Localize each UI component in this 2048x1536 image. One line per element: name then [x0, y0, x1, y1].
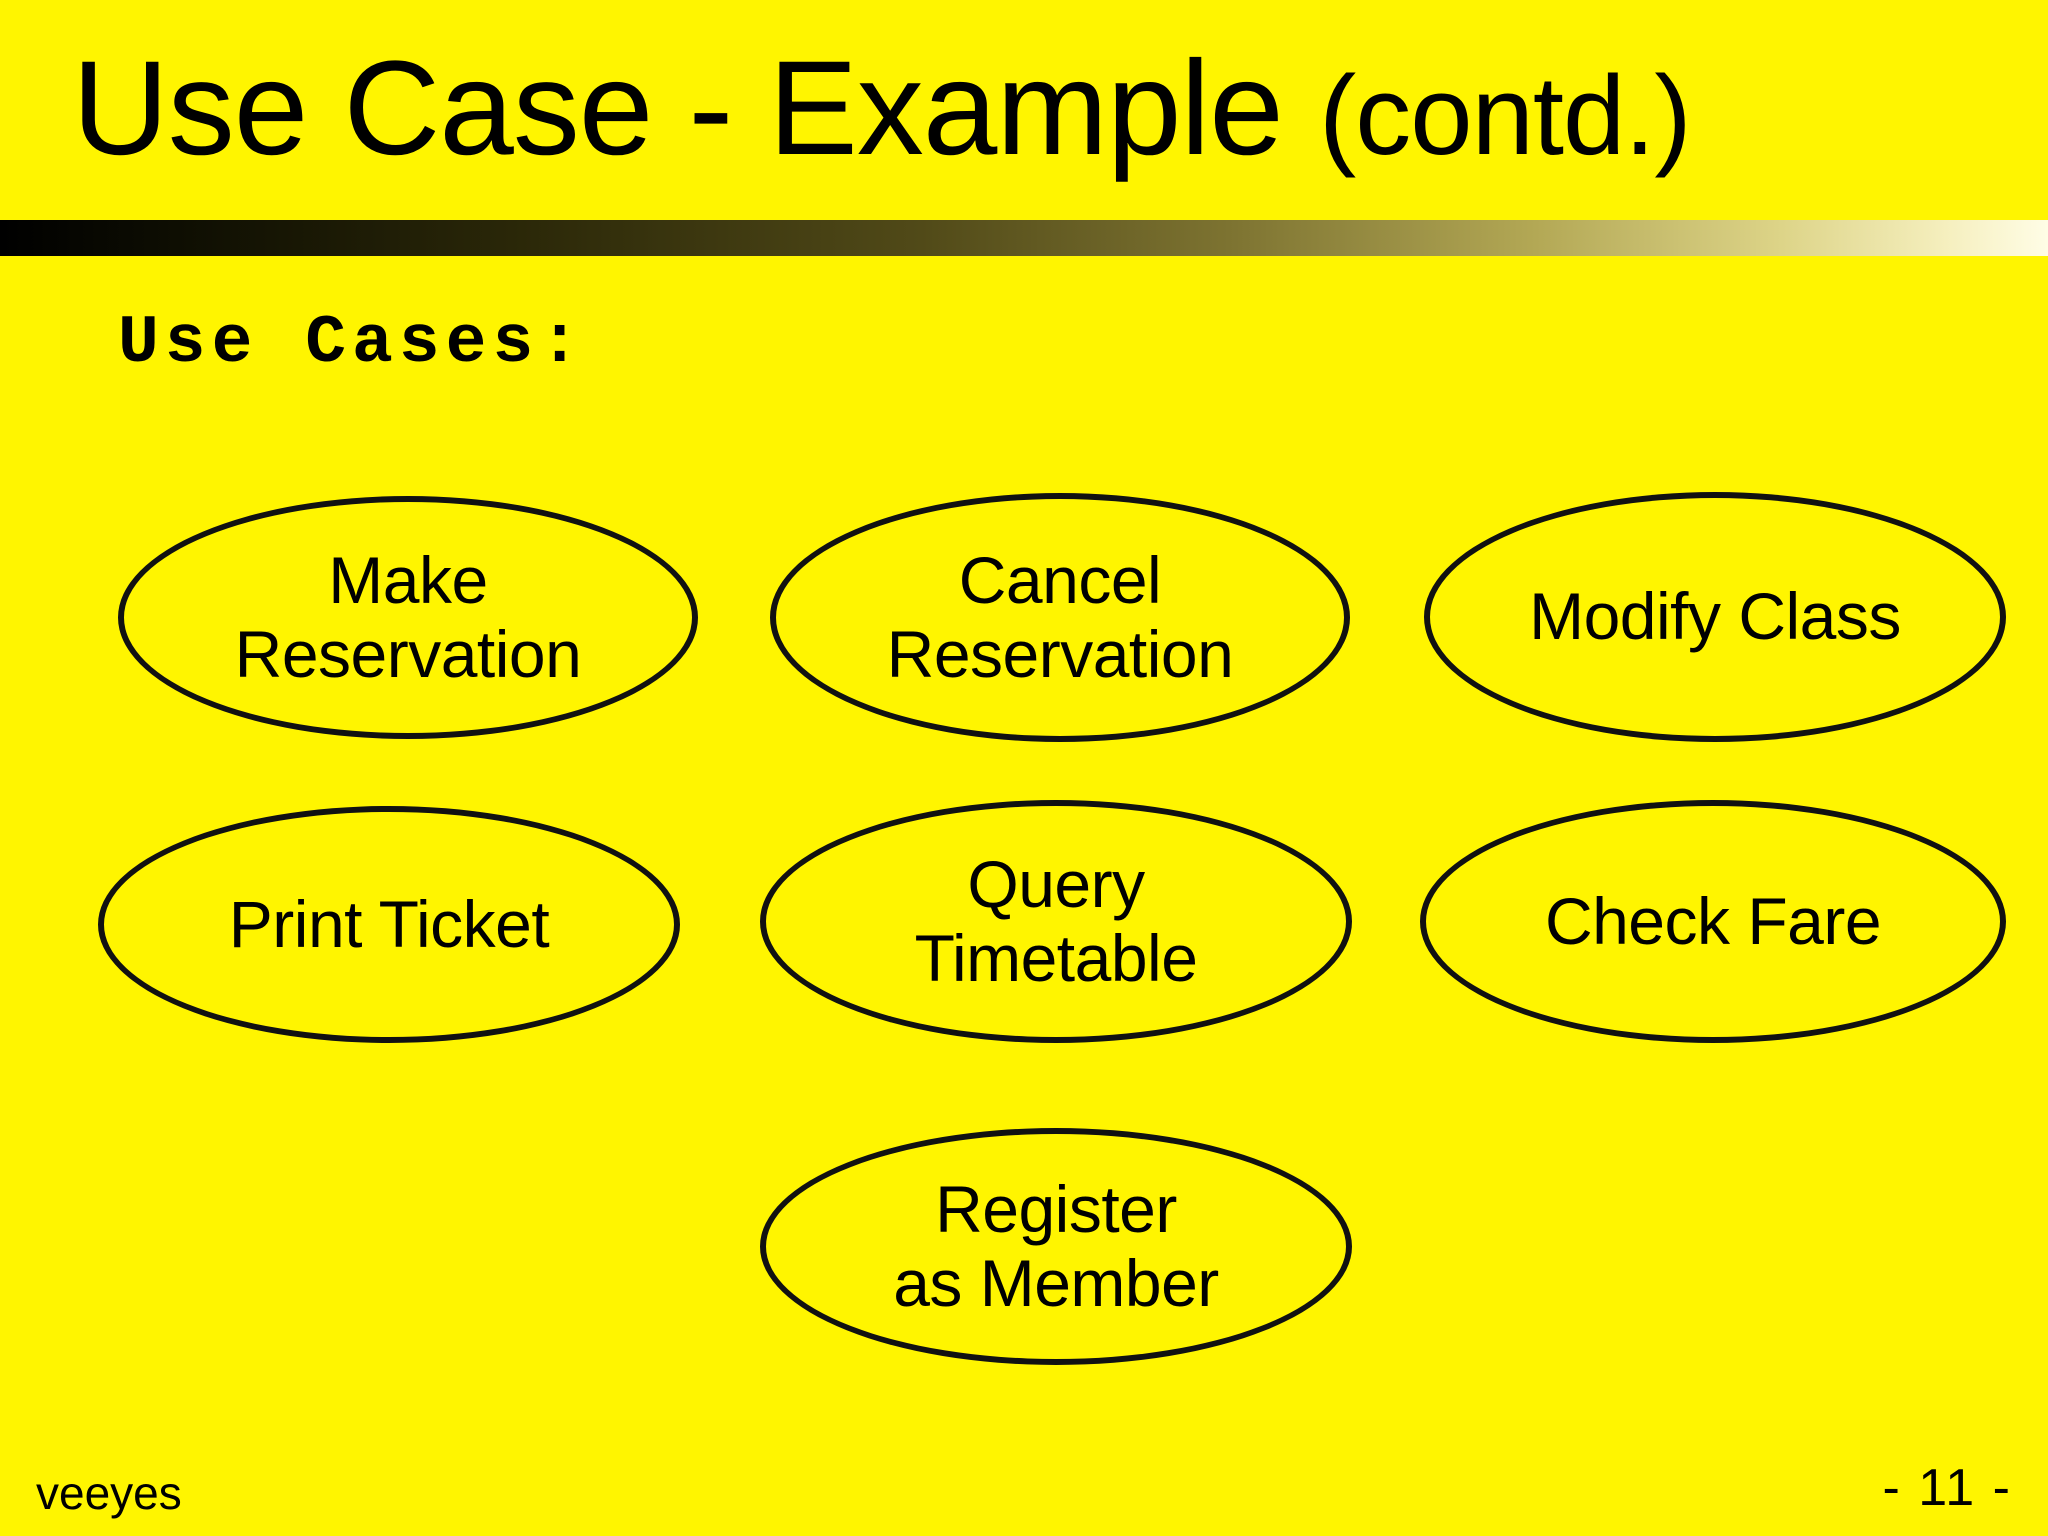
- use-case-label: Modify Class: [1529, 579, 1901, 654]
- page-title-continuation: (contd.): [1319, 53, 1692, 178]
- use-case-ellipse-register-as-member[interactable]: Register as Member: [760, 1128, 1352, 1365]
- use-case-ellipse-cancel-reservation[interactable]: Cancel Reservation: [770, 493, 1350, 742]
- use-case-ellipse-modify-class[interactable]: Modify Class: [1424, 492, 2006, 742]
- use-case-label: Check Fare: [1544, 883, 1882, 958]
- use-case-label: Cancel Reservation: [886, 542, 1234, 691]
- use-case-ellipse-query-timetable[interactable]: Query Timetable: [760, 800, 1352, 1043]
- page-title-main: Use Case - Example: [72, 34, 1319, 183]
- section-label-use-cases: Use Cases:: [118, 305, 587, 382]
- title-divider-gradient: [0, 220, 2048, 256]
- footer-page-number: - 11 -: [1882, 1459, 2012, 1517]
- use-case-ellipse-print-ticket[interactable]: Print Ticket: [98, 806, 680, 1043]
- use-case-label: Print Ticket: [228, 886, 550, 961]
- slide-title-bar: Use Case - Example (contd.): [0, 0, 2048, 218]
- use-case-ellipse-check-fare[interactable]: Check Fare: [1420, 800, 2006, 1043]
- use-case-label: Make Reservation: [234, 542, 582, 691]
- page-title: Use Case - Example (contd.): [72, 42, 1692, 178]
- use-case-label: Query Timetable: [914, 846, 1198, 995]
- footer-author: veeyes: [36, 1467, 182, 1519]
- use-case-ellipse-make-reservation[interactable]: Make Reservation: [118, 496, 698, 739]
- use-case-label: Register as Member: [893, 1171, 1219, 1320]
